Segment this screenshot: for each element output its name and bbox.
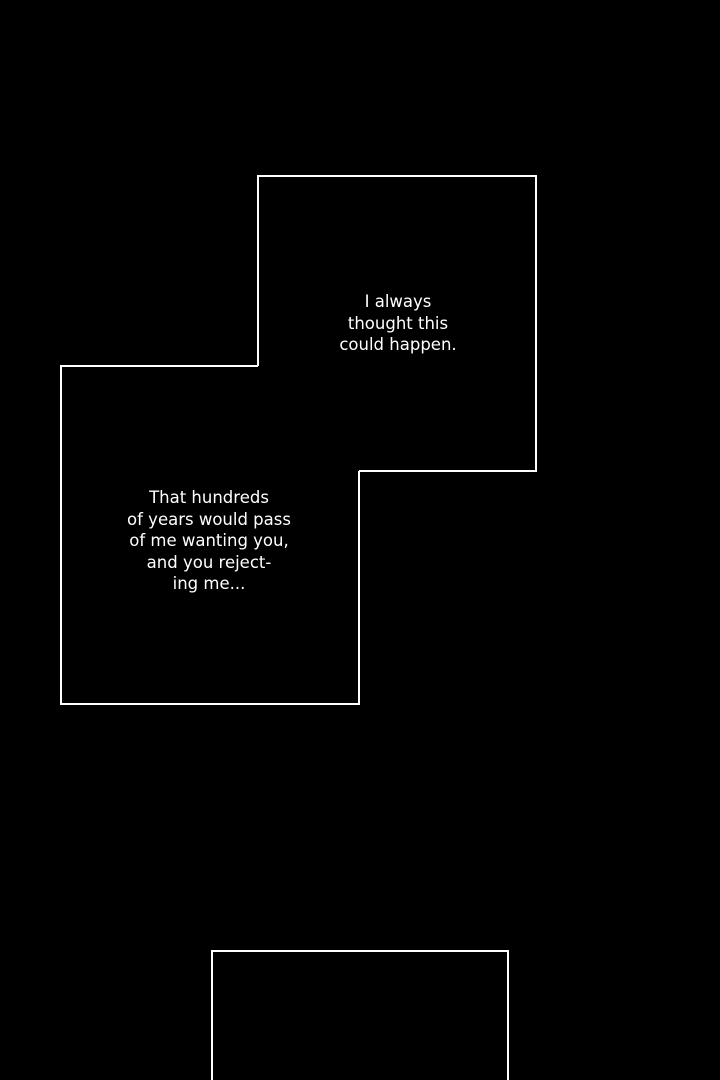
caption-middle-left: That hundreds of years would pass of me … bbox=[127, 488, 291, 593]
panel-middle-left-outline bbox=[60, 365, 360, 705]
caption-upper-right: I always thought this could happen. bbox=[339, 292, 457, 354]
panel-upper-right-frame bbox=[257, 175, 537, 472]
panel-bottom-frame bbox=[211, 950, 509, 1080]
